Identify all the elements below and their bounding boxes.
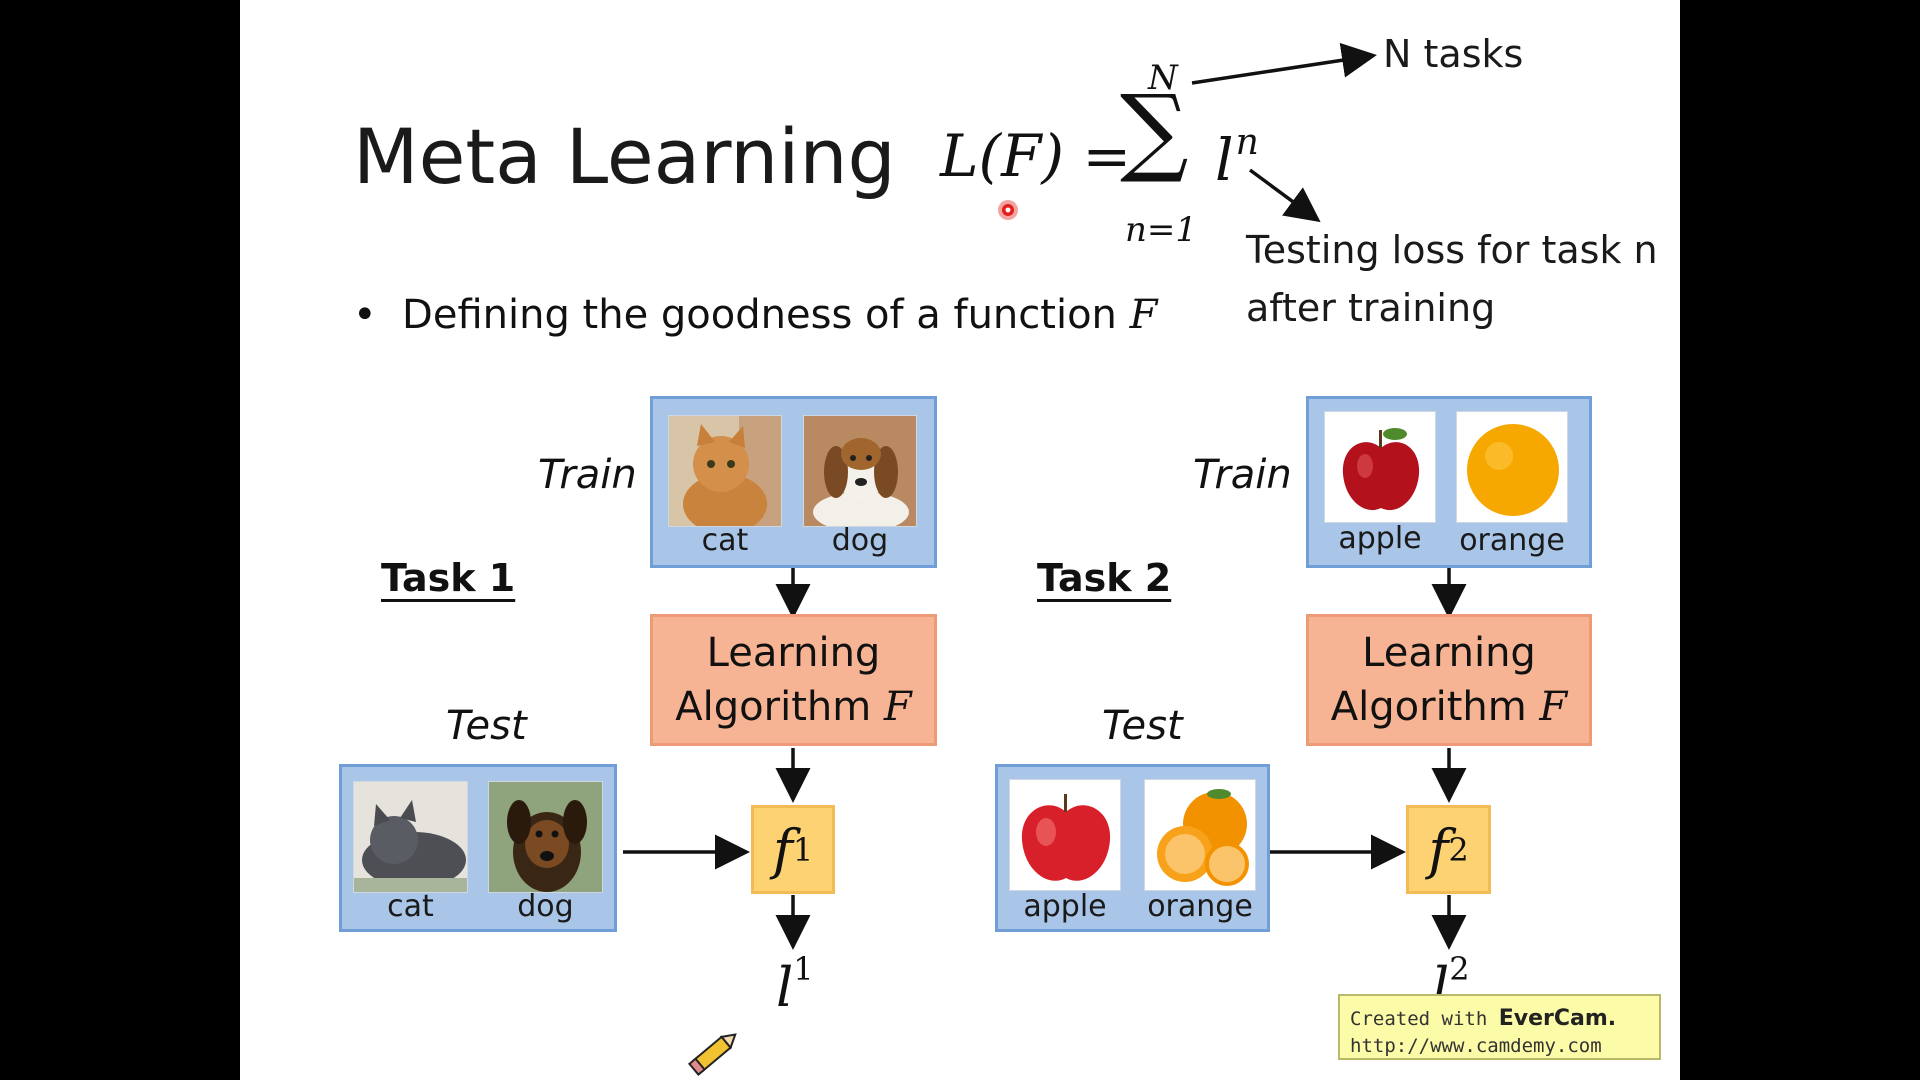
formula-lhs: L(F) = — [940, 122, 1132, 190]
apple-icon — [1325, 412, 1435, 522]
task1-train-panel: cat dog — [650, 396, 937, 568]
watermark-url: http://www.camdemy.com — [1350, 1034, 1602, 1057]
bullet-var: F — [1129, 292, 1158, 338]
task1-label: Task 1 — [381, 556, 516, 600]
task1-loss-base: l — [776, 956, 794, 1019]
task1-test-panel: cat dog — [339, 764, 617, 932]
testing-loss-note-line2: after training — [1246, 286, 1496, 330]
task2-f-sup: 2 — [1448, 830, 1469, 869]
watermark-line1: Created with EverCam. — [1350, 1004, 1649, 1034]
sum-upper-limit: N — [1148, 58, 1178, 98]
slide: Meta Learning L(F) = N ∑ n=1 ln N tasks … — [240, 0, 1680, 1080]
task2-learning-algorithm-box: Learning Algorithm F — [1306, 614, 1592, 746]
sum-lower-limit: n=1 — [1125, 210, 1198, 250]
task2-loss-sup: 2 — [1449, 950, 1470, 988]
task1-train-caption-1: cat — [701, 523, 749, 558]
annotation-arrows — [623, 42, 1467, 950]
task2-f: f — [1428, 818, 1449, 881]
bullet-text: Defining the goodness of a function — [402, 292, 1117, 338]
testing-loss-note-line1: Testing loss for task n — [1246, 228, 1658, 272]
task1-algo-line2: Algorithm — [675, 684, 872, 730]
test-cat-image — [353, 781, 468, 893]
task2-train-caption-2: orange — [1459, 523, 1565, 558]
orange-icon — [1145, 780, 1255, 890]
evercam-watermark: Created with EverCam. http://www.camdemy… — [1338, 994, 1661, 1060]
task2-test-panel: apple orange — [995, 764, 1270, 932]
task1-train-caption-2: dog — [831, 523, 889, 558]
task1-algo-line2-wrap: Algorithm F — [675, 680, 911, 734]
task2-algo-line1: Learning — [1362, 630, 1536, 676]
task2-train-caption-1: apple — [1338, 521, 1422, 556]
task1-test-caption-2: dog — [517, 889, 574, 924]
task2-algo-line2: Algorithm — [1330, 684, 1527, 730]
task2-test-caption-2: orange — [1147, 889, 1253, 924]
dog-icon — [489, 782, 602, 892]
orange-icon — [1457, 412, 1567, 522]
test-dog-image — [488, 781, 603, 893]
task1-test-caption-1: cat — [387, 889, 434, 924]
bullet-point: • Defining the goodness of a function F — [353, 292, 1157, 338]
task2-test-caption-1: apple — [1023, 889, 1107, 924]
apple-icon — [1010, 780, 1120, 890]
sigma-symbol: ∑ — [1120, 74, 1189, 186]
pencil-cursor-icon — [687, 1033, 737, 1077]
formula-term-sup: n — [1235, 122, 1259, 163]
task1-test-label: Test — [446, 703, 527, 749]
task1-algo-line1: Learning — [706, 630, 881, 676]
task1-loss-sup: 1 — [793, 950, 814, 988]
task2-train-label: Train — [1193, 452, 1292, 498]
task2-test-label: Test — [1102, 703, 1183, 749]
orange-image — [1456, 411, 1568, 523]
cat-image — [668, 415, 782, 527]
cat-icon — [669, 416, 781, 526]
dog-image — [803, 415, 917, 527]
task2-algo-var: F — [1539, 684, 1568, 730]
task1-algo-var: F — [883, 684, 912, 730]
task1-train-label: Train — [538, 452, 637, 498]
formula-term-base: l — [1215, 126, 1234, 194]
task2-train-panel: apple orange — [1306, 396, 1592, 568]
watermark-prefix: Created with — [1350, 1008, 1488, 1030]
n-tasks-note: N tasks — [1383, 32, 1524, 76]
test-orange-image — [1144, 779, 1256, 891]
task1-loss: l1 — [776, 950, 814, 1019]
task2-label: Task 2 — [1037, 556, 1172, 600]
task2-algo-line2-wrap: Algorithm F — [1331, 680, 1567, 734]
task1-f-sup: 1 — [792, 830, 814, 869]
watermark-brand: EverCam. — [1498, 1006, 1617, 1031]
laser-pointer-icon — [998, 200, 1018, 220]
bullet-dot: • — [353, 292, 403, 338]
dog-icon — [804, 416, 916, 526]
task1-f: f — [772, 818, 793, 881]
formula-term: ln — [1215, 122, 1259, 194]
apple-image — [1324, 411, 1436, 523]
cat-icon — [354, 782, 467, 892]
task1-learning-algorithm-box: Learning Algorithm F — [650, 614, 937, 746]
test-apple-image — [1009, 779, 1121, 891]
slide-title: Meta Learning — [353, 112, 896, 201]
